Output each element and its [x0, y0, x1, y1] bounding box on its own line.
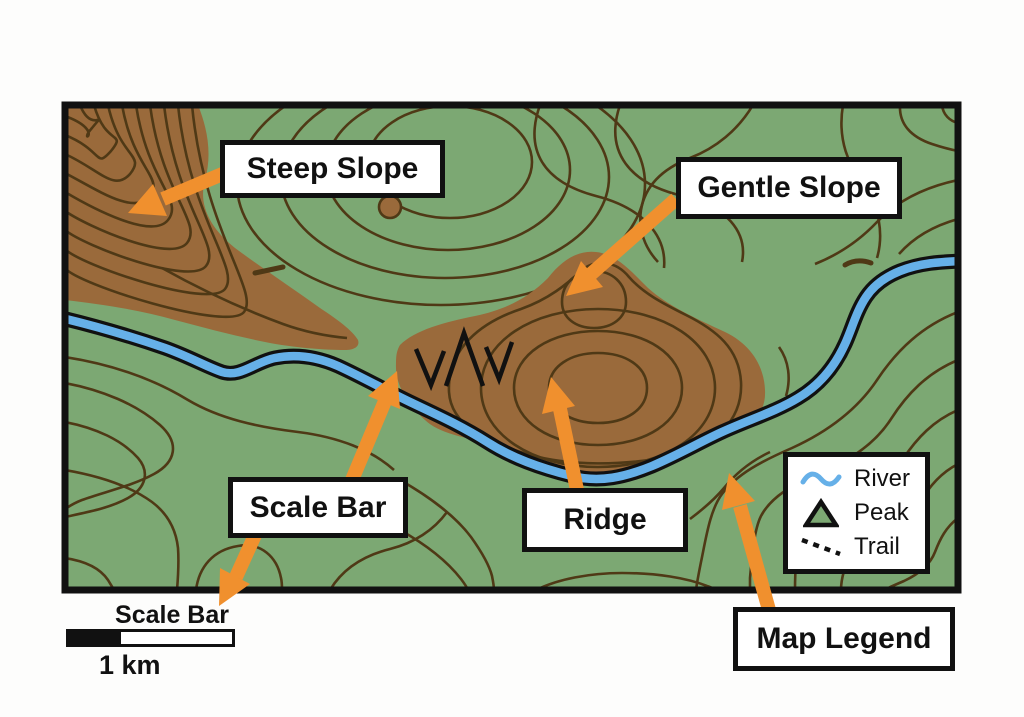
- hill-ridge: [396, 251, 766, 474]
- small-knoll: [377, 194, 403, 220]
- arrow-scale-bar-down: [219, 532, 262, 606]
- label-map-legend-text: Map Legend: [756, 622, 932, 655]
- hill-steep-slope: [65, 105, 359, 350]
- label-map-legend: Map Legend: [733, 607, 955, 671]
- arrow-gentle-slope: [566, 193, 681, 296]
- scale-bar-distance: 1 km: [99, 650, 161, 680]
- contours-bottom-left: [65, 355, 449, 590]
- legend-label-trail: Trail: [854, 533, 900, 560]
- arrow-scale-bar-to-trail: [345, 371, 400, 483]
- label-gentle-slope-text: Gentle Slope: [697, 171, 881, 204]
- legend-row-trail: Trail: [798, 533, 919, 561]
- scale-bar-graphic: [66, 629, 235, 647]
- label-steep-slope-text: Steep Slope: [246, 152, 419, 185]
- annotation-arrows: [128, 163, 776, 612]
- legend-row-river: River: [798, 465, 919, 493]
- trail-marks-icon: [413, 326, 515, 392]
- label-ridge: Ridge: [522, 488, 688, 552]
- legend-label-peak: Peak: [854, 499, 909, 526]
- label-ridge-text: Ridge: [563, 503, 647, 536]
- legend-label-river: River: [854, 465, 911, 492]
- scale-bar-filled-segment: [69, 632, 122, 644]
- contour-dash: [252, 264, 286, 276]
- map-border: [61, 101, 962, 594]
- label-scale-bar-text: Scale Bar: [249, 490, 387, 524]
- arrow-map-legend: [722, 473, 776, 612]
- map-legend-panel: River Peak Trail: [783, 452, 930, 574]
- peak-icon: [798, 498, 844, 528]
- label-scale-bar: Scale Bar: [228, 477, 408, 538]
- trail-icon: [798, 533, 844, 561]
- label-steep-slope: Steep Slope: [220, 140, 445, 198]
- label-gentle-slope: Gentle Slope: [676, 157, 902, 219]
- river-icon: [798, 465, 844, 493]
- arrow-ridge: [542, 377, 584, 492]
- scale-bar-title: Scale Bar: [115, 601, 229, 629]
- legend-row-peak: Peak: [798, 498, 919, 528]
